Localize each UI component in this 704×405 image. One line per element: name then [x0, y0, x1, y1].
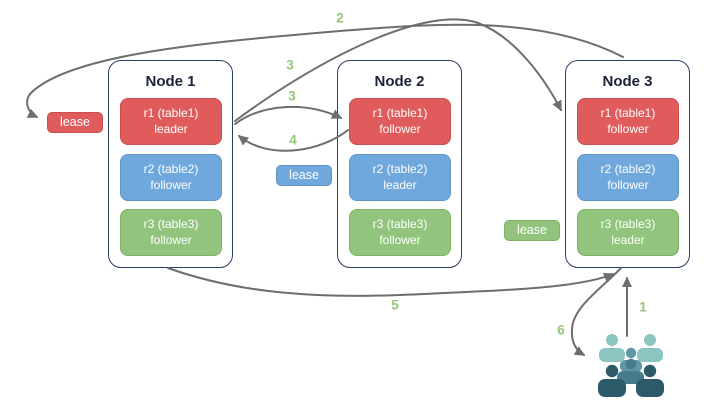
- node-2-replica-r1: r1 (table1) follower: [349, 98, 451, 145]
- users-icon: [598, 334, 664, 397]
- arrow-step-6: [570, 267, 622, 356]
- replica-role: leader: [154, 121, 188, 136]
- node-2-replica-r2: r2 (table2) leader: [349, 154, 451, 201]
- node-1-replica-r1: r1 (table1) leader: [120, 98, 222, 145]
- replica-name: r3 (table3): [372, 216, 428, 231]
- node-3-title: Node 3: [602, 73, 653, 90]
- arrow-step-5: [167, 267, 615, 297]
- node-1: Node 1 r1 (table1) leader r2 (table2) fo…: [108, 60, 233, 268]
- replica-name: r1 (table1): [600, 105, 656, 120]
- replica-name: r3 (table3): [600, 216, 656, 231]
- node-3-replica-r1: r1 (table1) follower: [577, 98, 679, 145]
- step-label-5: 5: [391, 297, 399, 313]
- node-3: Node 3 r1 (table1) follower r2 (table2) …: [565, 60, 690, 268]
- replica-name: r1 (table1): [143, 105, 199, 120]
- step-label-4: 4: [289, 132, 297, 148]
- replica-name: r2 (table2): [600, 161, 656, 176]
- replica-role: follower: [379, 232, 421, 247]
- replica-name: r2 (table2): [372, 161, 428, 176]
- replica-role: leader: [383, 177, 417, 192]
- replica-role: follower: [150, 232, 192, 247]
- step-label-2: 2: [336, 10, 344, 26]
- replica-name: r2 (table2): [143, 161, 199, 176]
- replica-role: follower: [150, 177, 192, 192]
- node-2-title: Node 2: [374, 73, 425, 90]
- node-1-replica-r2: r2 (table2) follower: [120, 154, 222, 201]
- lease-badge-r1: lease: [47, 112, 103, 133]
- replica-role: follower: [379, 121, 421, 136]
- step-label-6: 6: [557, 322, 565, 338]
- replica-role: follower: [607, 177, 649, 192]
- step-label-3a: 3: [286, 57, 294, 73]
- replica-role: leader: [611, 232, 645, 247]
- lease-badge-r2: lease: [276, 165, 332, 186]
- node-3-replica-r3: r3 (table3) leader: [577, 209, 679, 256]
- node-2-replica-r3: r3 (table3) follower: [349, 209, 451, 256]
- replica-name: r1 (table1): [372, 105, 428, 120]
- node-3-replica-r2: r2 (table2) follower: [577, 154, 679, 201]
- node-1-title: Node 1: [145, 73, 196, 90]
- arrow-step-3-to-node2: [234, 105, 343, 125]
- lease-badge-r3: lease: [504, 220, 560, 241]
- replica-role: follower: [607, 121, 649, 136]
- step-label-3b: 3: [288, 88, 296, 104]
- step-label-1: 1: [639, 299, 647, 315]
- node-2: Node 2 r1 (table1) follower r2 (table2) …: [337, 60, 462, 268]
- node-1-replica-r3: r3 (table3) follower: [120, 209, 222, 256]
- replica-name: r3 (table3): [143, 216, 199, 231]
